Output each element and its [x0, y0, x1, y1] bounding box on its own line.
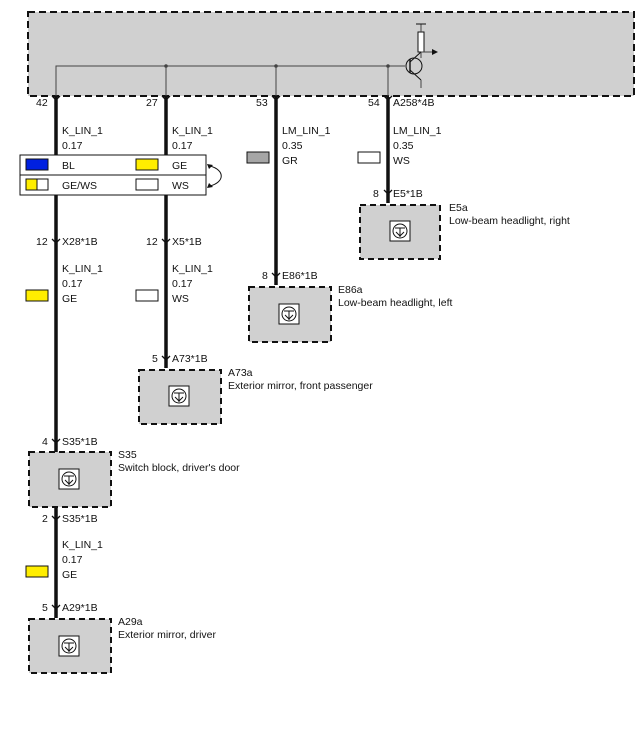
- wire-color: WS: [393, 155, 410, 167]
- color-swatch-ws: [135, 178, 159, 191]
- wire-name: LM_LIN_1: [393, 125, 442, 137]
- color-swatch-gr: [246, 151, 270, 164]
- lin-bus-icon: [389, 220, 411, 242]
- wire-size: 0.35: [393, 140, 414, 152]
- pin-number: 5: [152, 353, 158, 365]
- pin-number: 53: [256, 97, 268, 109]
- wire-name: K_LIN_1: [62, 539, 103, 551]
- wire-color: GE: [62, 569, 77, 581]
- connector-label: E86*1B: [282, 270, 318, 282]
- wire-name: K_LIN_1: [172, 125, 213, 137]
- color-code: WS: [172, 180, 189, 192]
- color-swatch-ws: [135, 289, 159, 302]
- color-swatch-ge: [135, 158, 159, 171]
- component-a29a: A29a Exterior mirror, driver: [28, 616, 217, 674]
- color-swatch-ge: [25, 289, 49, 302]
- component-desc: Low-beam headlight, left: [338, 297, 452, 309]
- connector-label: A258*4B: [393, 97, 434, 109]
- component-id: S35: [118, 449, 137, 461]
- component-desc: Low-beam headlight, right: [449, 215, 570, 227]
- wire-size: 0.17: [62, 554, 83, 566]
- connector-label: A29*1B: [62, 602, 98, 614]
- control-unit-a258: [27, 11, 635, 97]
- wire-name: K_LIN_1: [172, 263, 213, 275]
- color-swatch-ws: [357, 151, 381, 164]
- wire-size: 0.17: [172, 140, 193, 152]
- color-code: GE/WS: [62, 180, 97, 192]
- component-s35: S35 Switch block, driver's door: [28, 449, 240, 508]
- component-id: E5a: [449, 202, 468, 214]
- connector-label: S35*1B: [62, 513, 98, 525]
- wire-size: 0.35: [282, 140, 303, 152]
- pin-number: 27: [146, 97, 158, 109]
- color-code: BL: [62, 160, 75, 172]
- wire-color: GR: [282, 155, 298, 167]
- component-e86a: E86a Low-beam headlight, left: [248, 284, 452, 343]
- wire-size: 0.17: [62, 140, 83, 152]
- pin-number: 12: [146, 236, 158, 248]
- component-id: A73a: [228, 367, 253, 379]
- lin-bus-icon: [278, 303, 300, 325]
- connector-label: S35*1B: [62, 436, 98, 448]
- lin-bus-icon: [168, 385, 190, 407]
- color-swatch-ge: [25, 565, 49, 578]
- wire-size: 0.17: [172, 278, 193, 290]
- transistor-icon: [388, 23, 438, 88]
- wire-color: WS: [172, 293, 189, 305]
- color-swatch-bl: [25, 158, 49, 171]
- component-id: A29a: [118, 616, 143, 628]
- pin-number: 54: [368, 97, 380, 109]
- pin-number: 12: [36, 236, 48, 248]
- wire-color-table: BL GE GE/WS WS: [19, 154, 222, 196]
- wire-color: GE: [62, 293, 77, 305]
- pin-number: 8: [262, 270, 268, 282]
- wire-name: LM_LIN_1: [282, 125, 331, 137]
- wire-size: 0.17: [62, 278, 83, 290]
- component-desc: Exterior mirror, front passenger: [228, 380, 373, 392]
- connector-label: A73*1B: [172, 353, 208, 365]
- lin-bus-icon: [58, 468, 80, 490]
- alternate-arrow-icon: [209, 165, 222, 187]
- pin-number: 5: [42, 602, 48, 614]
- connector-label: E5*1B: [393, 188, 423, 200]
- lin-bus-icon: [58, 635, 80, 657]
- pin-number: 4: [42, 436, 48, 448]
- wire-name: K_LIN_1: [62, 263, 103, 275]
- component-desc: Switch block, driver's door: [118, 462, 240, 474]
- pin-number: 2: [42, 513, 48, 525]
- component-id: E86a: [338, 284, 363, 296]
- component-e5a: E5a Low-beam headlight, right: [359, 202, 570, 260]
- component-desc: Exterior mirror, driver: [118, 629, 217, 641]
- pin-number: 8: [373, 188, 379, 200]
- wire-name: K_LIN_1: [62, 125, 103, 137]
- connector-label: X5*1B: [172, 236, 202, 248]
- connector-label: X28*1B: [62, 236, 98, 248]
- color-code: GE: [172, 160, 187, 172]
- component-a73a: A73a Exterior mirror, front passenger: [138, 367, 373, 425]
- pin-number: 42: [36, 97, 48, 109]
